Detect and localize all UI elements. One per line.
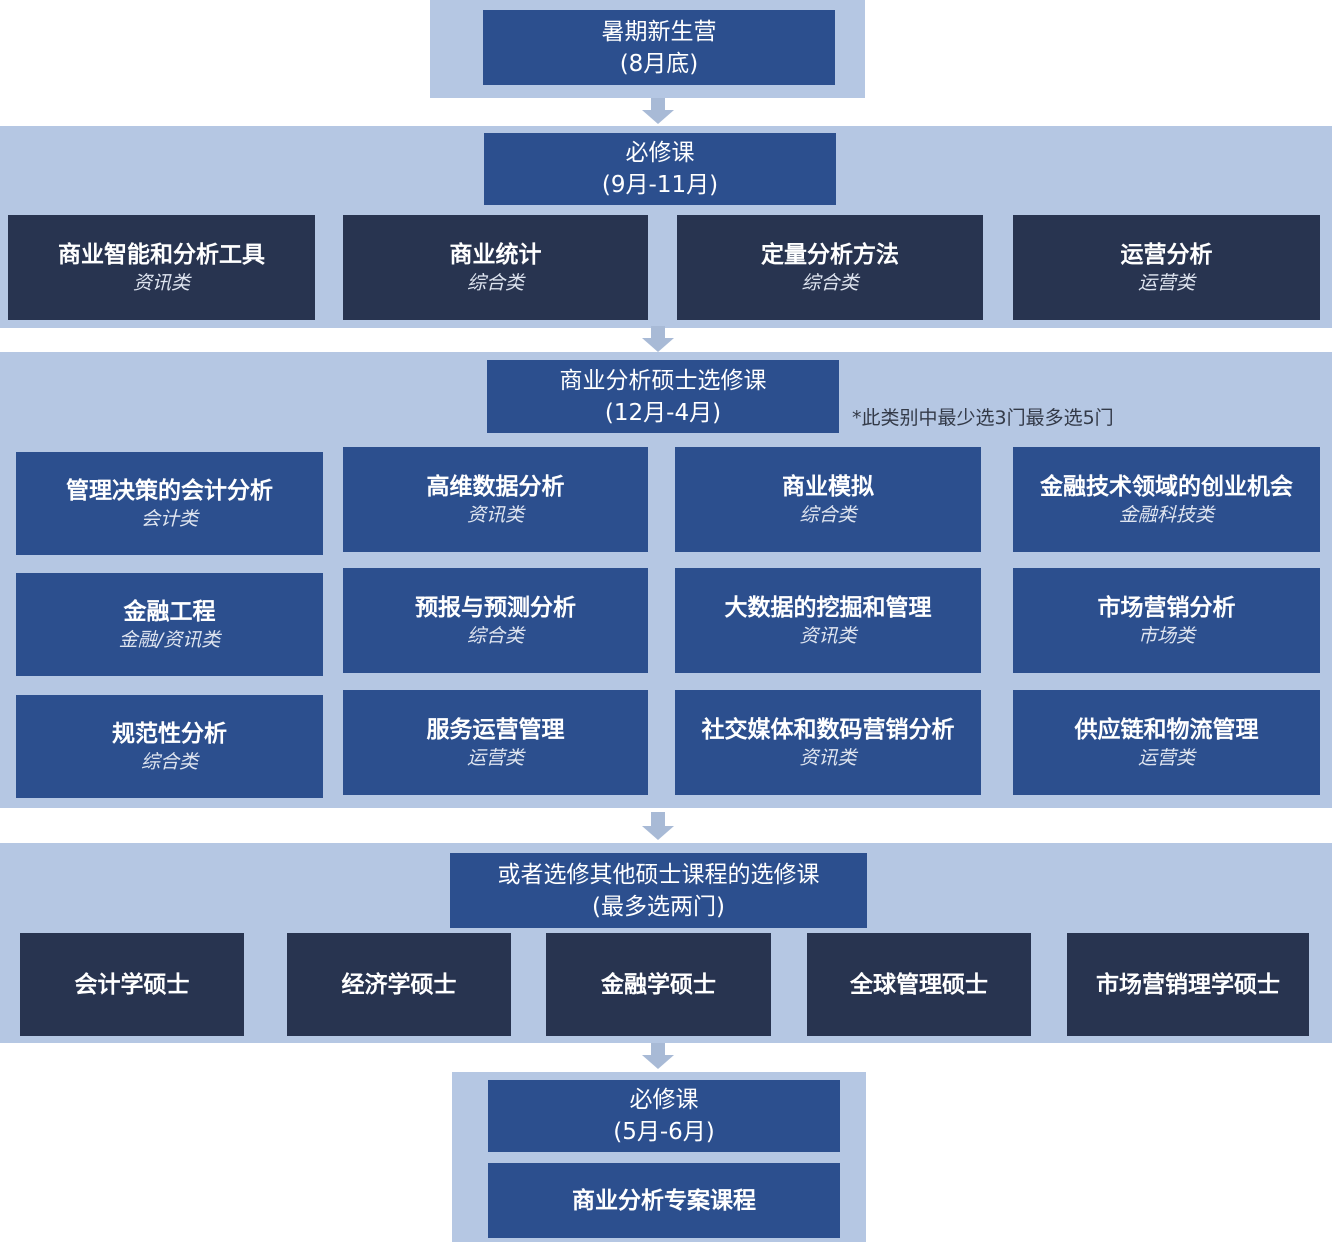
course-name: 服务运营管理 (426, 716, 565, 743)
elective-course-box: 规范性分析综合类 (16, 695, 323, 798)
course-name: 预报与预测分析 (415, 594, 576, 621)
elective-course-box: 金融技术领域的创业机会金融科技类 (1013, 447, 1320, 552)
other-program-box: 会计学硕士 (20, 933, 244, 1036)
course-category: 运营类 (1137, 746, 1195, 769)
course-name: 金融技术领域的创业机会 (1040, 473, 1293, 500)
required-course-box: 商业智能和分析工具资讯类 (8, 215, 315, 320)
stage3-header: 商业分析硕士选修课 (12月-4月) (487, 360, 839, 433)
stage3-title: 商业分析硕士选修课 (559, 367, 767, 394)
stage2-title: 必修课 (625, 140, 695, 166)
stage3-period: (12月-4月) (604, 399, 722, 426)
course-name: 社交媒体和数码营销分析 (701, 716, 955, 743)
elective-course-box: 市场营销分析市场类 (1013, 568, 1320, 673)
elective-course-box: 社交媒体和数码营销分析资讯类 (675, 690, 981, 795)
elective-course-box: 商业模拟综合类 (675, 447, 981, 552)
course-category: 运营类 (466, 746, 524, 769)
course-category: 资讯类 (799, 624, 857, 647)
course-name: 商业统计 (449, 241, 542, 268)
course-name: 管理决策的会计分析 (66, 477, 273, 504)
course-category: 资讯类 (799, 746, 857, 769)
stage5-title: 必修课 (629, 1087, 699, 1113)
course-category: 运营类 (1137, 271, 1195, 294)
course-name: 定量分析方法 (761, 241, 899, 268)
course-name: 供应链和物流管理 (1074, 716, 1259, 743)
course-name: 金融学硕士 (601, 971, 716, 998)
stage1-period: (8月底) (619, 50, 699, 77)
course-name: 会计学硕士 (74, 971, 190, 998)
course-name: 商业模拟 (782, 473, 874, 500)
other-program-box: 全球管理硕士 (807, 933, 1031, 1036)
course-name: 高维数据分析 (426, 473, 565, 500)
elective-course-box: 管理决策的会计分析会计类 (16, 452, 323, 555)
course-name: 规范性分析 (112, 720, 227, 747)
course-category: 综合类 (801, 271, 859, 294)
course-name: 市场营销分析 (1097, 594, 1236, 621)
other-program-box: 市场营销理学硕士 (1067, 933, 1309, 1036)
elective-course-box: 服务运营管理运营类 (343, 690, 648, 795)
stage4-title: 或者选修其他硕士课程的选修课 (497, 861, 820, 888)
course-category: 资讯类 (466, 503, 524, 526)
course-category: 综合类 (140, 750, 198, 773)
stage5-period: (5月-6月) (613, 1119, 715, 1145)
stage2-period: (9月-11月) (601, 172, 719, 198)
required-course-box: 商业统计综合类 (343, 215, 648, 320)
stage1-title: 暑期新生营 (601, 18, 717, 45)
stage5-project: 商业分析专案课程 (488, 1163, 840, 1238)
elective-course-box: 预报与预测分析综合类 (343, 568, 648, 673)
stage5-header: 必修课 (5月-6月) (488, 1080, 840, 1152)
course-name: 全球管理硕士 (850, 971, 988, 998)
required-course-box: 运营分析运营类 (1013, 215, 1320, 320)
course-category: 综合类 (466, 624, 524, 647)
stage4-period: (最多选两门) (592, 893, 725, 920)
course-category: 市场类 (1137, 624, 1195, 647)
stage2-header: 必修课 (9月-11月) (484, 133, 836, 205)
required-course-box: 定量分析方法综合类 (677, 215, 983, 320)
course-category: 会计类 (140, 507, 198, 530)
course-category: 资讯类 (132, 271, 190, 294)
course-name: 市场营销理学硕士 (1096, 971, 1280, 998)
elective-course-box: 金融工程金融/资讯类 (16, 573, 323, 676)
elective-course-box: 高维数据分析资讯类 (343, 447, 648, 552)
elective-course-box: 供应链和物流管理运营类 (1013, 690, 1320, 795)
course-name: 大数据的挖掘和管理 (724, 594, 932, 621)
course-name: 运营分析 (1120, 241, 1213, 268)
elective-course-box: 大数据的挖掘和管理资讯类 (675, 568, 981, 673)
stage4-header: 或者选修其他硕士课程的选修课 (最多选两门) (450, 853, 867, 928)
project-name: 商业分析专案课程 (572, 1187, 756, 1214)
course-category: 金融/资讯类 (118, 628, 221, 651)
other-program-box: 金融学硕士 (546, 933, 771, 1036)
other-program-box: 经济学硕士 (287, 933, 511, 1036)
course-category: 金融科技类 (1118, 503, 1214, 526)
stage1-header: 暑期新生营 (8月底) (483, 10, 835, 85)
course-name: 经济学硕士 (341, 971, 457, 998)
course-name: 金融工程 (123, 598, 216, 625)
stage3-note: *此类别中最少选3门最多选5门 (852, 407, 1114, 429)
course-name: 商业智能和分析工具 (58, 241, 265, 268)
course-category: 综合类 (799, 503, 857, 526)
course-category: 综合类 (466, 271, 524, 294)
